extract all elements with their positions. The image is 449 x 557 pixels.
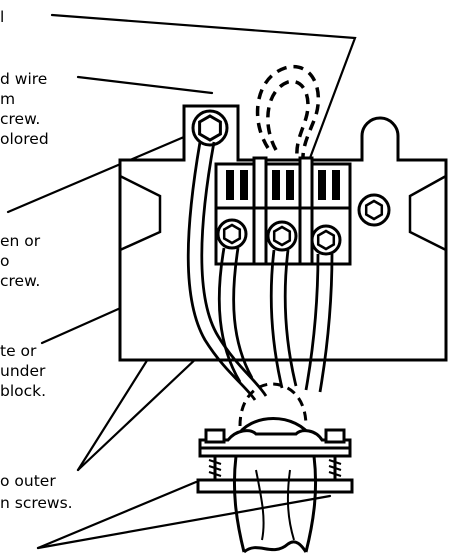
cord-clamp <box>196 382 354 494</box>
terminal-screw-center <box>266 220 298 252</box>
leader-ground-wire <box>76 75 214 95</box>
right-screw-hex-icon <box>364 199 384 221</box>
leader-clamp-2 <box>36 494 332 550</box>
label-neutral-wire-line-2: o <box>0 252 9 270</box>
label-neutral-wire-line-1: en or <box>0 232 41 250</box>
terminal-screw-left <box>216 218 248 250</box>
label-terminal-block: l <box>0 8 4 26</box>
terminal-screw-right-hex-icon <box>316 229 336 251</box>
label-ground-wire-line-3: crew. <box>0 110 40 128</box>
left-wire <box>217 247 242 383</box>
plate-left-slot <box>119 174 162 252</box>
clamp-bar <box>198 429 352 458</box>
leader-ground-screw <box>6 126 207 214</box>
right-wire <box>304 253 320 391</box>
label-ground-wire-line-2: m <box>0 90 15 108</box>
label-ground-wire-line-1: d wire <box>0 70 47 88</box>
label-ground-wire-line-4: olored <box>0 130 49 148</box>
label-terminal-block-line-1: l <box>0 8 4 26</box>
leader-clamp-1 <box>36 480 198 550</box>
label-outer-wires-line-2: under <box>0 362 46 380</box>
ground-screw <box>191 109 229 147</box>
clamp-screw-left <box>204 428 226 444</box>
ground-screw-hex-icon <box>198 114 222 142</box>
clamp-top-dashed <box>238 382 308 427</box>
terminal-screw-center-hex-icon <box>272 225 292 247</box>
label-outer-wires-line-3: block. <box>0 382 46 400</box>
label-ground-wire: d wire m crew. olored <box>0 70 49 148</box>
label-outer-wires: te or under block. <box>0 342 46 400</box>
label-clamp-screws-line-1: o outer <box>0 472 56 490</box>
terminal-screw-right <box>310 224 342 256</box>
label-neutral-wire: en or o crew. <box>0 232 41 290</box>
contact-slots <box>226 170 340 200</box>
label-outer-wires-line-1: te or <box>0 342 37 360</box>
center-wire <box>269 249 284 389</box>
clamp-screw-right <box>324 428 346 444</box>
label-clamp-screws-line-2: n screws. <box>0 494 73 512</box>
label-neutral-wire-line-3: crew. <box>0 272 40 290</box>
power-cord <box>232 455 318 554</box>
right-mounting-screw <box>357 193 391 227</box>
plate-right-slot <box>408 174 447 252</box>
terminal-screw-left-hex-icon <box>222 223 242 245</box>
label-clamp-screws: o outer n screws. <box>0 472 73 512</box>
ground-strap-dashed <box>255 64 321 169</box>
wires <box>186 141 334 401</box>
